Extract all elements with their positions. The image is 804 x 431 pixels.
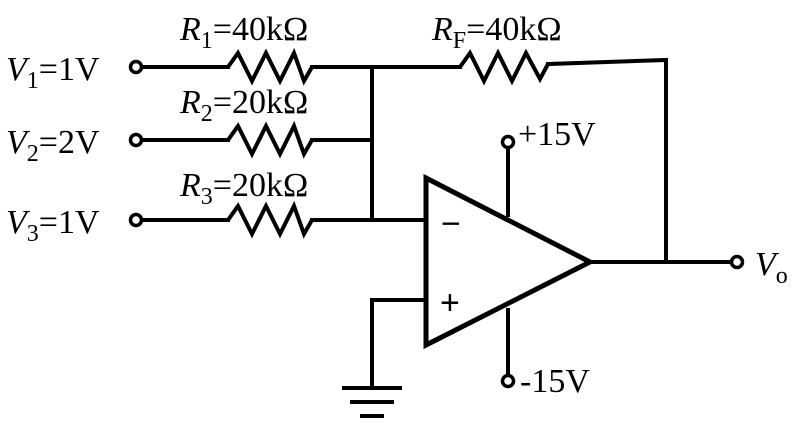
terminal-positive-supply <box>500 134 516 150</box>
terminal-v2 <box>128 132 144 148</box>
label-rf: RF=40kΩ <box>431 11 562 54</box>
wire-noninverting-ground <box>370 298 428 390</box>
label-output: Vo <box>755 246 788 289</box>
terminal-negative-supply <box>500 373 516 389</box>
label-v2: V2=2V <box>6 124 100 167</box>
resistor-r1-symbol <box>226 47 314 86</box>
resistor-r2-symbol <box>226 120 314 159</box>
terminal-v1 <box>128 59 144 75</box>
wires <box>138 57 734 390</box>
ground-symbol <box>342 386 402 418</box>
label-r2: R2=20kΩ <box>179 84 308 127</box>
label-r3: R3=20kΩ <box>179 167 308 210</box>
label-r1: R1=40kΩ <box>179 11 308 54</box>
wire-feedback-return <box>545 57 668 264</box>
resistor-rf-symbol <box>458 48 550 86</box>
terminal-v3 <box>128 212 144 228</box>
opamp-noninverting-sign: + <box>440 284 460 322</box>
label-positive-supply: +15V <box>518 116 596 153</box>
label-v3: V3=1V <box>6 204 100 247</box>
label-negative-supply: -15V <box>520 363 590 400</box>
label-v1: V1=1V <box>6 51 100 94</box>
resistor-r3-symbol <box>226 200 314 239</box>
opamp-inverting-sign: − <box>441 205 461 243</box>
opamp-triangle <box>423 173 596 350</box>
terminal-output <box>729 254 745 270</box>
